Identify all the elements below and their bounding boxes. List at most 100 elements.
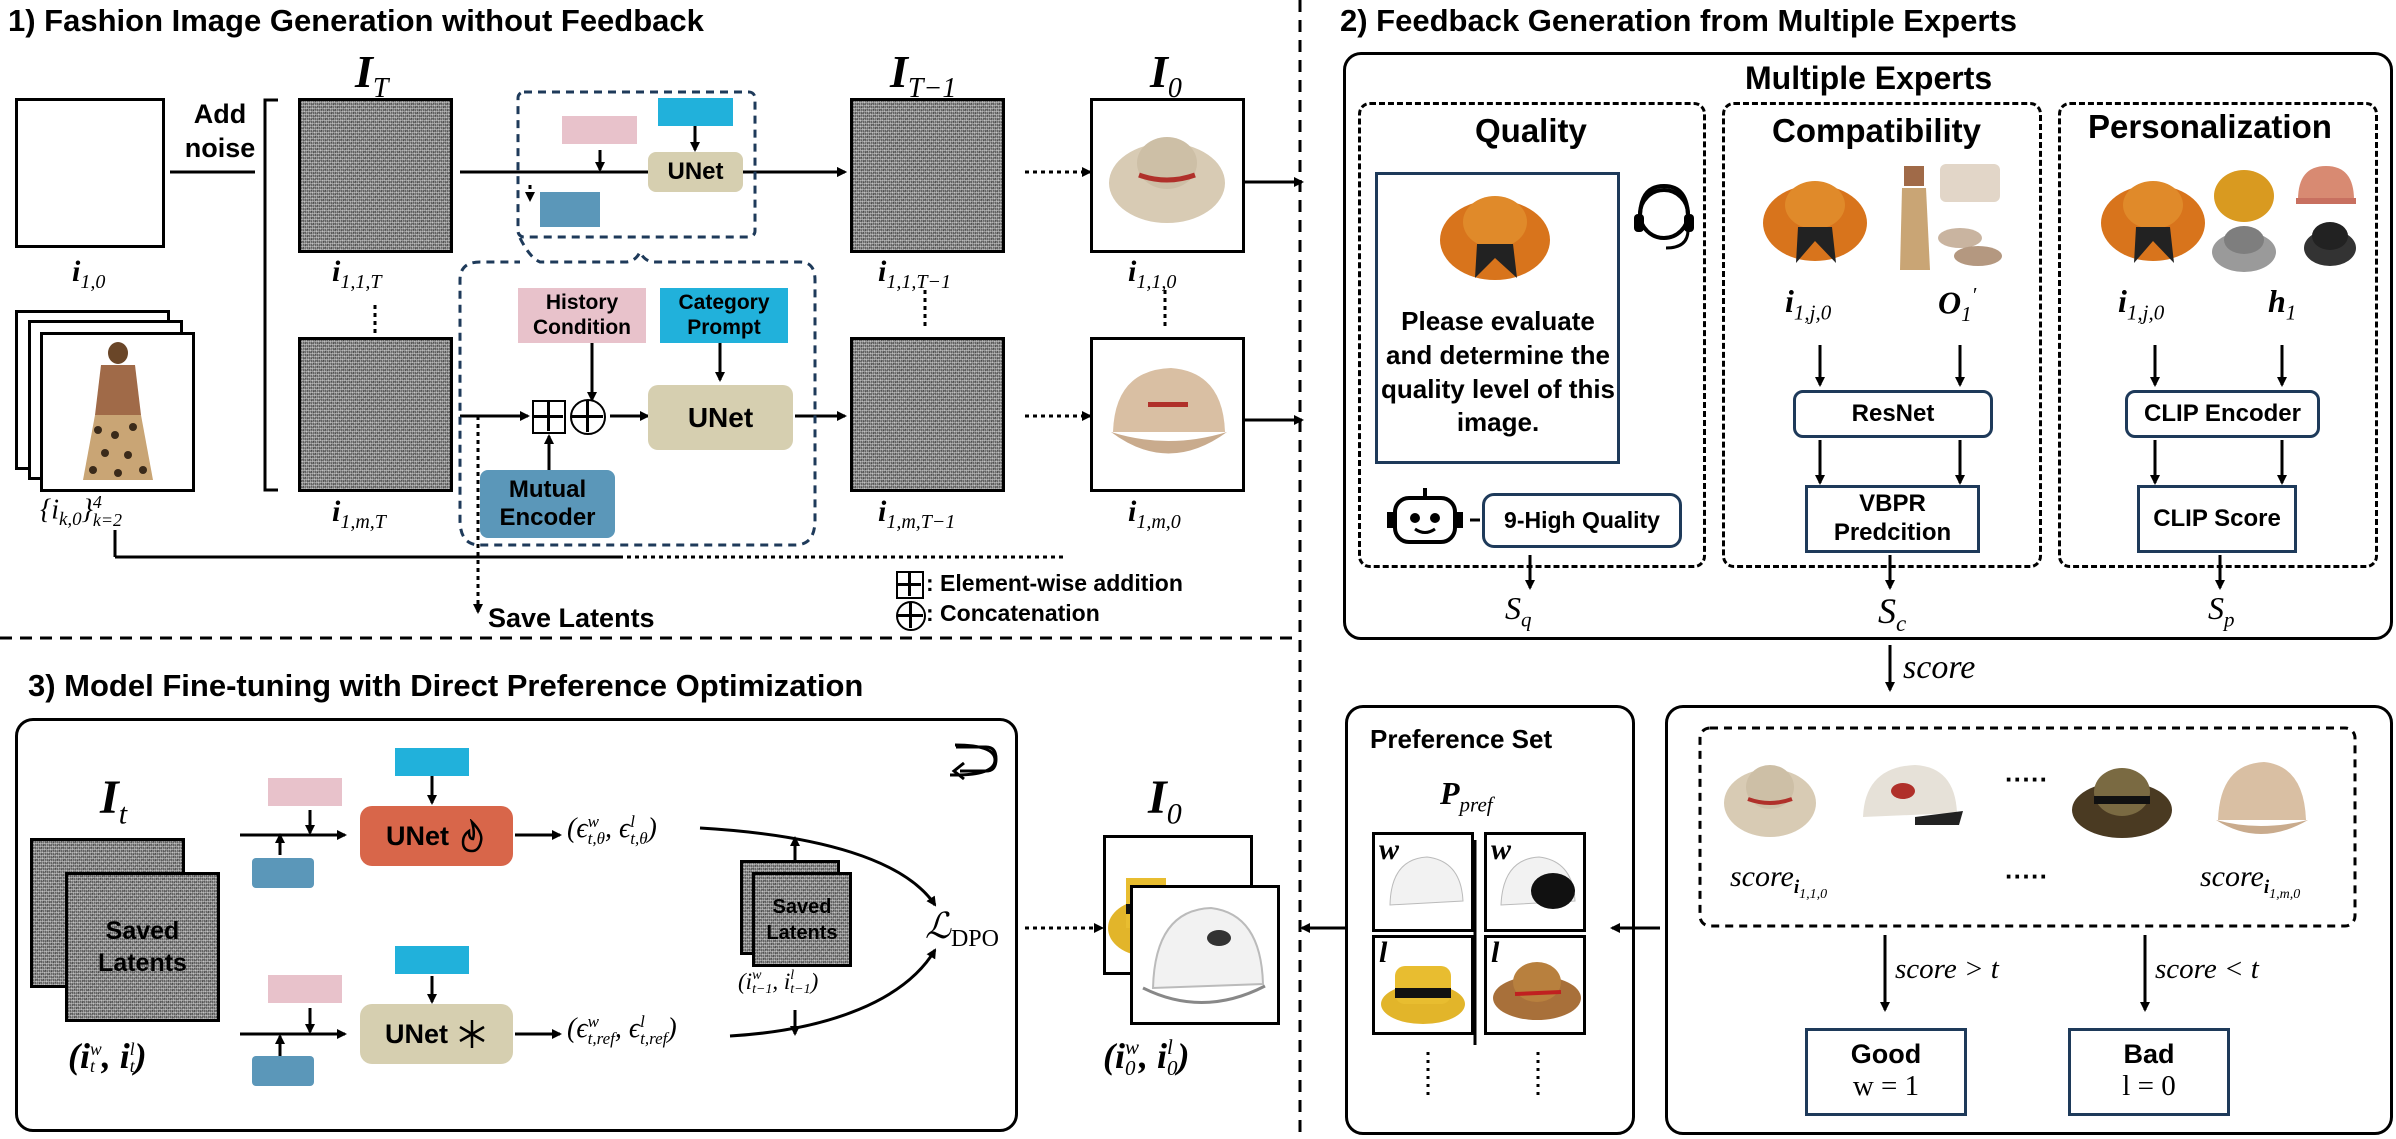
unet-frozen-box: UNet xyxy=(360,1004,513,1064)
personalization-frame xyxy=(2058,102,2378,568)
good-box: Good w = 1 xyxy=(1805,1028,1967,1116)
white-cap-icon xyxy=(1389,856,1464,906)
section-title-2: 2) Feedback Generation from Multiple Exp… xyxy=(1340,3,2017,38)
black-brim-hat-icon xyxy=(2072,768,2172,838)
label-ldpo: ℒDPO xyxy=(925,906,999,953)
beige-cap-icon xyxy=(2216,762,2308,834)
orange-hat-icon xyxy=(1763,181,1867,263)
brown-hat-icon xyxy=(1493,962,1581,1020)
robot-icon xyxy=(1387,488,1463,544)
orange-hat-icon xyxy=(2101,181,2205,263)
multiple-experts-title: Multiple Experts xyxy=(1745,60,1993,96)
label-i1m0: i1,m,0 xyxy=(1128,495,1181,533)
noise-image-1-T xyxy=(298,98,453,253)
preference-set-title: Preference Set xyxy=(1370,724,1553,754)
quality-prompt-text: Please evaluate and determine the qualit… xyxy=(1380,306,1616,438)
yellow-bucket-hat-icon xyxy=(1381,966,1465,1024)
label-i10: i1,0 xyxy=(72,255,106,293)
label-I0-final: I0 xyxy=(1148,771,1182,831)
unet-frozen-label: UNet xyxy=(384,1018,448,1049)
label-I0-top: I0 xyxy=(1150,46,1182,105)
pref-lose-1: l xyxy=(1372,935,1474,1035)
score-first-label: scorei1,1,0 xyxy=(1730,860,1828,902)
vbpr-box: VBPR Predcition xyxy=(1805,485,1980,553)
unet-box-bottom: UNet xyxy=(648,385,793,450)
category-prompt-box: Category Prompt xyxy=(660,288,788,343)
noise-image-m-T xyxy=(298,337,453,492)
dpo-frame xyxy=(15,718,1018,1132)
pref-win-2: w xyxy=(1484,832,1586,932)
bad-label: Bad xyxy=(2123,1039,2175,1069)
legend-add-label: : Element-wise addition xyxy=(926,570,1183,596)
history-condition-small xyxy=(562,116,637,144)
unet-box-top: UNet xyxy=(648,152,743,192)
pref-win-1: w xyxy=(1372,832,1474,932)
section-title-3: 3) Model Fine-tuning with Direct Prefere… xyxy=(28,668,864,703)
history-hats-icon xyxy=(2212,166,2356,272)
fire-icon xyxy=(461,819,483,853)
compatibility-title: Compatibility xyxy=(1772,112,1982,149)
pref-l-label-2: l xyxy=(1491,936,1500,969)
mutual-encoder-small xyxy=(540,192,600,227)
label-i1mT: i1,m,T xyxy=(332,495,386,533)
final-image-front xyxy=(1130,885,1280,1025)
loop-icon xyxy=(951,745,998,781)
label-i1j0-compat: i1,j,0 xyxy=(1785,283,1832,325)
label-ITm1: IT−1 xyxy=(890,46,957,105)
legend-concat-label: : Concatenation xyxy=(926,600,1100,626)
category-prompt-small xyxy=(395,748,469,776)
preference-set-frame xyxy=(1345,705,1635,1135)
clip-score-box: CLIP Score xyxy=(2137,485,2297,553)
noise-image-1-T-1 xyxy=(850,98,1005,253)
score-last-label: scorei1,m,0 xyxy=(2200,860,2301,902)
generated-straw-hat-image xyxy=(1090,98,1245,253)
score-dots-bottom: ····· xyxy=(2005,861,2049,891)
saved-latents-small-front: Saved Latents xyxy=(752,872,852,967)
dress-icon xyxy=(83,342,153,480)
blank-image xyxy=(15,98,165,248)
history-outfit-image xyxy=(40,332,195,492)
cap-icon xyxy=(1111,368,1227,454)
label-i1j0-pers: i1,j,0 xyxy=(2118,283,2165,325)
compatibility-frame xyxy=(1722,102,2042,568)
pref-lose-2: l xyxy=(1484,935,1586,1035)
bad-box: Bad l = 0 xyxy=(2068,1028,2230,1116)
section-title-1: 1) Fashion Image Generation without Feed… xyxy=(8,3,704,38)
saved-latents-front: Saved Latents xyxy=(65,872,220,1022)
save-latents-label: Save Latents xyxy=(488,603,655,633)
mutual-encoder-small xyxy=(252,1056,314,1086)
outfit-items-icon xyxy=(1900,164,2002,270)
unet-trainable-box: UNet xyxy=(360,806,513,866)
label-i11T: i1,1,T xyxy=(332,255,382,293)
saved-latents-label: Saved Latents xyxy=(98,916,187,978)
quality-answer-box: 9-High Quality xyxy=(1482,493,1682,548)
unet-trainable-label: UNet xyxy=(385,820,449,851)
generated-cap-image xyxy=(1090,337,1245,492)
history-condition-small xyxy=(268,975,342,1003)
mutual-encoder-small xyxy=(252,858,314,888)
headset-icon xyxy=(1634,183,1694,250)
pref-w-label-2: w xyxy=(1491,833,1512,866)
white-cap-icon xyxy=(1142,906,1266,1004)
pref-w-label-1: w xyxy=(1379,833,1400,866)
label-sc: Sc xyxy=(1878,591,1907,637)
noise-image-m-T-1 xyxy=(850,337,1005,492)
white-cap-icon xyxy=(1863,765,1963,825)
add-noise-label: Add noise xyxy=(184,99,256,163)
pref-l-label-1: l xyxy=(1379,936,1388,969)
label-i11Tm1: i1,1,T−1 xyxy=(878,255,951,293)
white-black-cap-icon xyxy=(1500,856,1576,909)
plus-square-icon xyxy=(532,400,566,434)
mutual-encoder-box: Mutual Encoder xyxy=(480,470,615,538)
snowflake-icon xyxy=(459,1020,485,1048)
score-label: score xyxy=(1903,649,1976,686)
circle-plus-icon xyxy=(570,399,606,435)
legend-circle-plus-icon xyxy=(896,601,926,631)
score-dots-top: ····· xyxy=(2005,764,2049,794)
good-value: w = 1 xyxy=(1852,1070,1920,1102)
personalization-title: Personalization xyxy=(2088,108,2332,145)
